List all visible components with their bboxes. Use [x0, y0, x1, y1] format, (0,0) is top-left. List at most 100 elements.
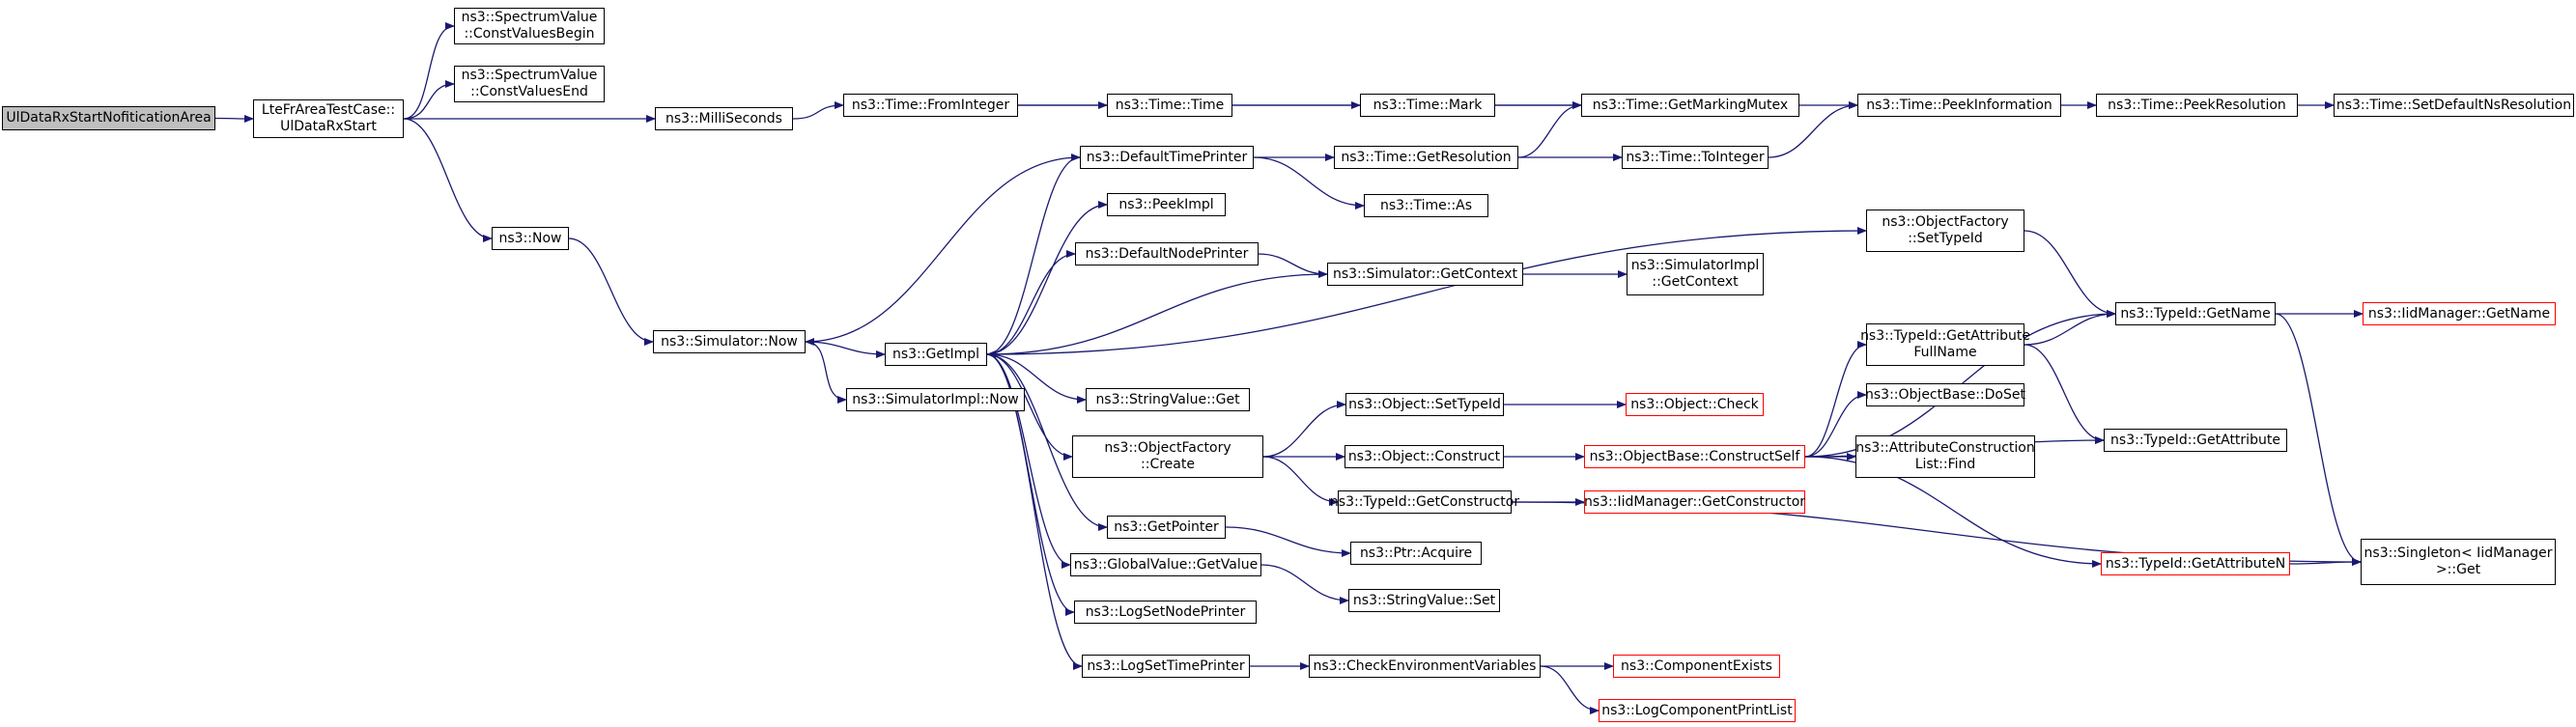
node-typeId-getName[interactable]: ns3::TypeId::GetName	[2115, 302, 2276, 325]
node-objectFactory-create[interactable]: ns3::ObjectFactory::Create	[1072, 435, 1263, 478]
node-label-line: ns3::LogSetNodePrinter	[1085, 603, 1246, 620]
node-label-line: ns3::Object::Check	[1630, 396, 1759, 412]
edge-ofc-to-tigc	[1262, 456, 1339, 506]
node-time-setDefaultNsResolution[interactable]: ns3::Time::SetDefaultNsResolution	[2334, 94, 2574, 117]
edge-obcs-to-obds	[1804, 391, 1867, 458]
node-label-line: ns3::DefaultTimePrinter	[1086, 149, 1248, 165]
node-label-line: >::Get	[2435, 562, 2481, 577]
edge-gimpl-to-gvgv	[986, 353, 1071, 569]
node-label-line: ns3::Now	[498, 230, 562, 246]
node-simulatorImpl-getContext[interactable]: ns3::SimulatorImpl::GetContext	[1627, 253, 1764, 295]
edge-snow-to-sinow	[805, 341, 847, 404]
node-checkEnvironmentVariables[interactable]: ns3::CheckEnvironmentVariables	[1309, 655, 1541, 678]
node-time-as[interactable]: ns3::Time::As	[1364, 194, 1488, 217]
node-typeId-getAttributeN[interactable]: ns3::TypeId::GetAttributeN	[2101, 552, 2290, 575]
node-now[interactable]: ns3::Now	[492, 227, 569, 250]
node-label-line: ns3::Time::GetMarkingMutex	[1592, 97, 1789, 113]
node-label-line: ::SetTypeId	[1908, 231, 1983, 246]
node-time-getMarkingMutex[interactable]: ns3::Time::GetMarkingMutex	[1581, 94, 1799, 117]
node-simulatorImpl-now[interactable]: ns3::SimulatorImpl::Now	[846, 388, 1025, 411]
node-objectFactory-setTypeId[interactable]: ns3::ObjectFactory::SetTypeId	[1866, 210, 2024, 252]
node-defaultTimePrinter[interactable]: ns3::DefaultTimePrinter	[1080, 146, 1254, 169]
node-peekImpl[interactable]: ns3::PeekImpl	[1107, 193, 1226, 216]
edge-ms-to-tfi	[792, 101, 844, 120]
node-label-line: ns3::Time::SetDefaultNsResolution	[2335, 97, 2572, 113]
node-label-line: ns3::StringValue::Set	[1352, 592, 1496, 608]
node-getPointer[interactable]: ns3::GetPointer	[1107, 516, 1226, 539]
edge-tign-to-sing	[2275, 313, 2362, 566]
node-time-time[interactable]: ns3::Time::Time	[1107, 94, 1232, 117]
node-label-line: ns3::IidManager::GetName	[2367, 305, 2551, 322]
node-spectrumValue-constValuesEnd[interactable]: ns3::SpectrumValue::ConstValuesEnd	[454, 66, 605, 102]
node-label-line: ns3::SpectrumValue	[461, 10, 598, 25]
node-label-line: ns3::Singleton< IidManager	[2364, 545, 2553, 561]
node-componentExists[interactable]: ns3::ComponentExists	[1613, 655, 1780, 678]
node-ptr-acquire[interactable]: ns3::Ptr::Acquire	[1350, 542, 1482, 565]
edge-dtp-to-snow	[805, 156, 1081, 346]
edge-obcs-to-tigan	[1804, 456, 2102, 568]
node-label-line: ns3::GetPointer	[1114, 518, 1219, 535]
node-object-setTypeId[interactable]: ns3::Object::SetTypeId	[1345, 393, 1504, 416]
node-time-peekResolution[interactable]: ns3::Time::PeekResolution	[2096, 94, 2298, 117]
node-time-getResolution[interactable]: ns3::Time::GetResolution	[1334, 146, 1518, 169]
node-label-line: ns3::SpectrumValue	[461, 68, 598, 83]
node-label-line: ns3::LogSetTimePrinter	[1087, 657, 1245, 674]
node-stringValue-get[interactable]: ns3::StringValue::Get	[1086, 388, 1250, 411]
node-label-line: ns3::ComponentExists	[1621, 657, 1772, 674]
node-globalValue-getValue[interactable]: ns3::GlobalValue::GetValue	[1070, 553, 1261, 576]
node-typeId-getAttribute[interactable]: ns3::TypeId::GetAttribute	[2104, 429, 2287, 452]
edge-gimpl-to-ofc	[986, 353, 1073, 461]
node-label-line: ns3::MilliSeconds	[665, 110, 782, 126]
node-getImpl[interactable]: ns3::GetImpl	[885, 343, 987, 366]
node-defaultNodePrinter[interactable]: ns3::DefaultNodePrinter	[1075, 242, 1259, 266]
edge-cev-to-lcpl	[1540, 665, 1599, 714]
node-logSetTimePrinter[interactable]: ns3::LogSetTimePrinter	[1082, 655, 1250, 678]
node-stringValue-set[interactable]: ns3::StringValue::Set	[1348, 589, 1500, 612]
node-time-mark[interactable]: ns3::Time::Mark	[1360, 94, 1495, 117]
node-time-fromInteger[interactable]: ns3::Time::FromInteger	[843, 94, 1018, 117]
node-label-line: ns3::IidManager::GetConstructor	[1583, 493, 1806, 510]
node-label-line: UlDataRxStartNofiticationArea	[6, 110, 212, 126]
edge-obcs-to-tigafn	[1804, 341, 1867, 458]
edge-tigafn-to-tign	[2024, 310, 2116, 346]
node-object-construct[interactable]: ns3::Object::Construct	[1345, 445, 1504, 468]
node-label-line: ns3::ObjectFactory	[1104, 440, 1231, 456]
edge-root-to-lte	[214, 114, 254, 123]
edge-sgc-to-gimpl	[986, 273, 1328, 358]
node-lteFrAreaTestCase-ulDataRxStart[interactable]: LteFrAreaTestCase::UlDataRxStart	[253, 99, 404, 138]
node-objectBase-doSet[interactable]: ns3::ObjectBase::DoSet	[1865, 383, 2025, 406]
node-spectrumValue-constValuesBegin[interactable]: ns3::SpectrumValue::ConstValuesBegin	[454, 8, 605, 44]
node-label-line: FullName	[1913, 345, 1977, 360]
edge-gimpl-to-dnp	[986, 250, 1076, 355]
node-label-line: ns3::SimulatorImpl	[1630, 258, 1760, 273]
node-label-line: ns3::TypeId::GetName	[2120, 305, 2271, 322]
node-simulator-now[interactable]: ns3::Simulator::Now	[653, 330, 806, 353]
edge-gvgv-to-svset	[1260, 564, 1349, 604]
node-time-toInteger[interactable]: ns3::Time::ToInteger	[1622, 146, 1769, 169]
node-label-line: ::ConstValuesEnd	[470, 84, 588, 99]
node-label-line: ns3::GetImpl	[892, 346, 979, 362]
node-label-line: ns3::PeekImpl	[1118, 196, 1214, 212]
node-time-peekInformation[interactable]: ns3::Time::PeekInformation	[1857, 94, 2061, 117]
node-object-check[interactable]: ns3::Object::Check	[1626, 393, 1764, 416]
node-label-line: ns3::ObjectBase::DoSet	[1865, 386, 2025, 403]
node-logSetNodePrinter[interactable]: ns3::LogSetNodePrinter	[1074, 601, 1257, 624]
node-milliSeconds[interactable]: ns3::MilliSeconds	[655, 107, 793, 130]
node-typeId-getConstructor[interactable]: ns3::TypeId::GetConstructor	[1330, 490, 1519, 514]
node-singleton-iidManager-get[interactable]: ns3::Singleton< IidManager>::Get	[2361, 539, 2556, 585]
node-label-line: ::Create	[1141, 457, 1195, 472]
node-label-line: ns3::Time::FromInteger	[851, 97, 1010, 113]
node-label-line: ns3::Time::Time	[1115, 97, 1225, 113]
node-label-line: ns3::Simulator::Now	[661, 333, 798, 350]
node-logComponentPrintList[interactable]: ns3::LogComponentPrintList	[1599, 699, 1796, 722]
node-iidManager-getName[interactable]: ns3::IidManager::GetName	[2363, 302, 2556, 325]
node-simulator-getContext[interactable]: ns3::Simulator::GetContext	[1327, 263, 1523, 286]
node-label-line: ns3::GlobalValue::GetValue	[1073, 556, 1259, 573]
node-iidManager-getConstructor[interactable]: ns3::IidManager::GetConstructor	[1584, 490, 1805, 514]
node-label-line: UlDataRxStart	[280, 119, 377, 134]
node-objectBase-constructSelf[interactable]: ns3::ObjectBase::ConstructSelf	[1584, 445, 1805, 468]
